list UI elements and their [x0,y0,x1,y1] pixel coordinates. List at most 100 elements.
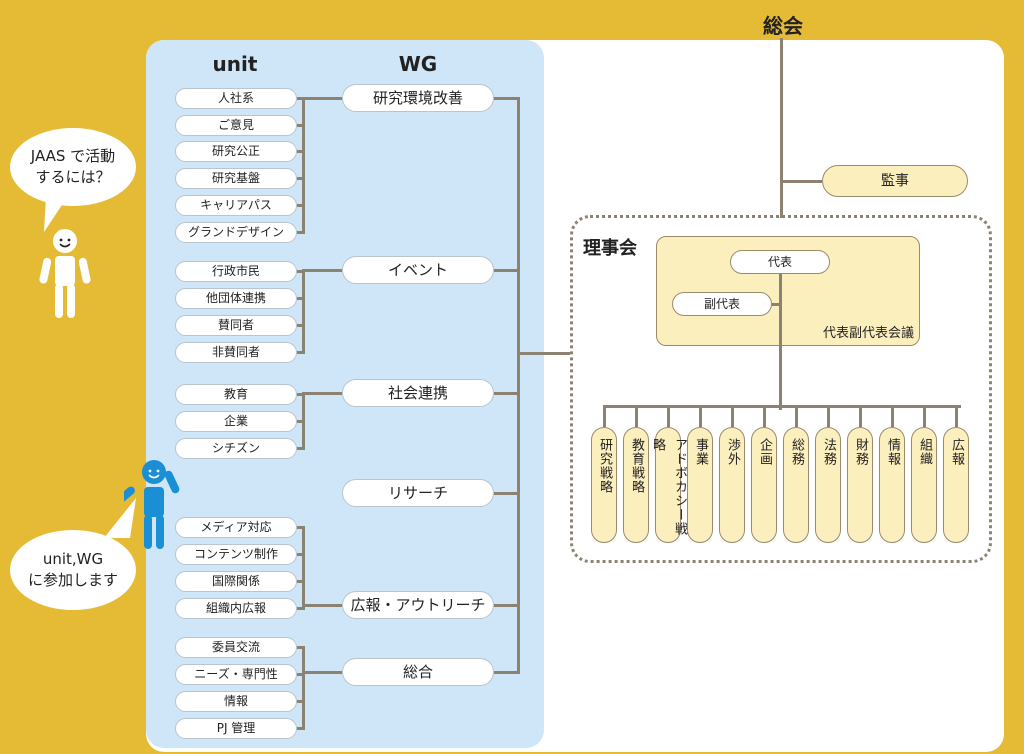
bracket-to-wg-connector [302,392,342,395]
unit-pill: 研究公正 [175,141,297,162]
wg-pill: 社会連携 [342,379,494,407]
bracket-to-wg-connector [302,97,342,100]
general-assembly-title: 総会 [763,14,803,38]
unit-pill: 賛同者 [175,315,297,336]
unit-connector [297,150,305,153]
wg-to-board-connector [518,352,570,355]
department-stub [859,405,862,427]
answer-bubble: unit,WG に参加します [10,530,136,610]
representative-pill: 代表 [730,250,830,274]
unit-pill: 国際関係 [175,571,297,592]
department-stub [603,405,606,427]
department-box: 企画 [751,427,777,543]
unit-connector [297,526,305,529]
unit-pill: グランドデザイン [175,222,297,243]
board-frame [570,215,992,563]
question-bubble: JAAS で活動するには？ [10,128,136,206]
department-box: 広報 [943,427,969,543]
unit-pill: メディア対応 [175,517,297,538]
unit-connector [297,177,305,180]
unit-pill: 企業 [175,411,297,432]
vice-connector [770,303,780,306]
wg-pill: リサーチ [342,479,494,507]
unit-pill: キャリアパス [175,195,297,216]
department-stub [923,405,926,427]
unit-bracket [302,270,305,354]
unit-pill: ご意見 [175,115,297,136]
wg-to-trunk-connector [494,392,520,395]
board-trunk-line [779,262,782,410]
department-box: 総務 [783,427,809,543]
unit-connector [297,727,305,730]
wg-trunk-line [517,97,520,674]
department-box: 事業 [687,427,713,543]
unit-connector [297,270,305,273]
department-box: 法務 [815,427,841,543]
bracket-to-wg-connector [302,269,342,272]
unit-bracket [302,646,305,730]
wg-to-trunk-connector [494,97,520,100]
department-stub [635,405,638,427]
unit-pill: PJ 管理 [175,718,297,739]
unit-connector [297,553,305,556]
unit-connector [297,580,305,583]
unit-pill: 非賛同者 [175,342,297,363]
department-box: 渉外 [719,427,745,543]
unit-connector [297,231,305,234]
department-stub [827,405,830,427]
unit-pill: ニーズ・専門性 [175,664,297,685]
wg-pill: イベント [342,256,494,284]
wg-to-trunk-connector [494,492,520,495]
unit-pill: 人社系 [175,88,297,109]
department-stub [891,405,894,427]
wg-to-trunk-connector [494,269,520,272]
unit-connector [297,393,305,396]
question-line-2: するには？ [35,168,111,186]
unit-pill: コンテンツ制作 [175,544,297,565]
unit-bracket [302,526,305,610]
unit-pill: シチズン [175,438,297,459]
assembly-trunk-line [780,38,783,218]
unit-bracket [302,97,305,234]
department-box: アドボカシー戦略 [650,427,687,543]
department-stub [795,405,798,427]
wg-to-trunk-connector [494,671,520,674]
unit-pill: 委員交流 [175,637,297,658]
unit-connector [297,673,305,676]
answer-bubble-tail [104,498,136,538]
unit-connector [297,324,305,327]
unit-connector [297,646,305,649]
department-box: 財務 [847,427,873,543]
unit-connector [297,351,305,354]
question-line-1: JAAS で活動 [30,147,116,165]
unit-connector [297,297,305,300]
unit-pill: 他団体連携 [175,288,297,309]
unit-pill: 研究基盤 [175,168,297,189]
wg-pill: 研究環境改善 [342,84,494,112]
question-bubble-tail [44,196,68,232]
department-bus-line [603,405,961,408]
answer-line-1: unit,WG [42,550,104,568]
auditor-box: 監事 [822,165,968,197]
bracket-to-wg-connector [302,671,342,674]
department-box: 情報 [879,427,905,543]
unit-pill: 行政市民 [175,261,297,282]
unit-pill: 情報 [175,691,297,712]
department-stub [731,405,734,427]
department-stub [667,405,670,427]
department-stub [955,405,958,427]
unit-pill: 教育 [175,384,297,405]
unit-connector [297,447,305,450]
vice-representative-pill: 副代表 [672,292,772,316]
answer-line-2: に参加します [27,571,118,589]
wg-to-trunk-connector [494,604,520,607]
unit-column-header: unit [212,52,258,76]
department-stub [699,405,702,427]
council-label: 代表副代表会議 [822,326,914,341]
unit-connector [297,420,305,423]
department-box: 教育戦略 [623,427,649,543]
department-box: 研究戦略 [591,427,617,543]
person-icon [39,229,91,318]
department-stub [763,405,766,427]
unit-connector [297,204,305,207]
